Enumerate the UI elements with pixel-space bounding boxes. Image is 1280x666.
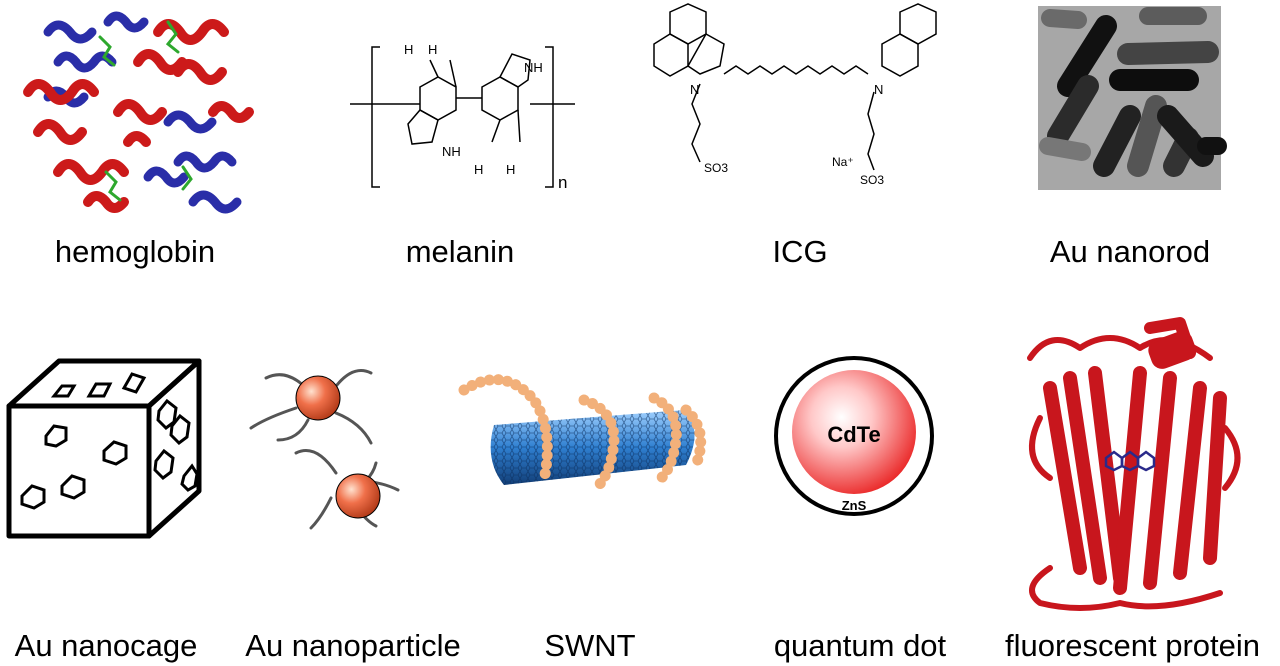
melanin-panel: H H NH NH H H n [350,42,580,192]
quantum-dot-core-label: CdTe [827,422,880,447]
caption-hemoglobin: hemoglobin [54,234,216,269]
quantum-dot-panel: CdTe ZnS [772,350,936,522]
melanin-nh-bottom: NH [442,144,461,159]
swnt-drawing [458,374,707,491]
icg-n-right: N [874,82,883,97]
au-nanocage-panel [4,356,204,540]
caption-melanin: melanin [405,234,515,269]
fluorescent-protein-structure [1027,317,1241,611]
caption-au-nanocage: Au nanocage [14,628,198,663]
icg-na: Na⁺ [832,155,854,169]
caption-swnt: SWNT [544,628,636,663]
caption-quantum-dot: quantum dot [773,628,947,663]
melanin-subscript-n: n [558,173,567,192]
melanin-h2: H [428,42,437,57]
au-nanocage-cube [6,358,202,539]
icg-panel: N N Na⁺ SO3 SO3 [653,2,950,202]
melanin-structure: H H NH NH H H n [350,42,575,192]
au-nanorod-tem-image [1039,7,1227,177]
icg-so3-right: SO3 [860,173,884,187]
icg-n-plus: N [690,82,699,97]
melanin-h3: H [474,162,483,177]
au-nanoparticle-drawing [249,369,400,530]
au-nanoparticle-panel [236,358,436,538]
icg-structure: N N Na⁺ SO3 SO3 [653,3,937,187]
quantum-dot-drawing: CdTe ZnS [774,356,934,516]
caption-icg: ICG [772,234,828,269]
hemoglobin-structure [23,11,254,214]
melanin-nh-top: NH [524,60,543,75]
caption-au-nanoparticle: Au nanoparticle [245,628,461,663]
hemoglobin-panel [18,2,258,217]
swnt-panel [458,370,714,500]
melanin-h1: H [404,42,413,57]
melanin-h4: H [506,162,515,177]
icg-so3-left: SO3 [704,161,728,175]
caption-au-nanorod: Au nanorod [1049,234,1211,269]
fluorescent-protein-panel [1010,317,1250,614]
quantum-dot-shell-label: ZnS [842,498,867,513]
caption-fluorescent-protein: fluorescent protein [1004,628,1261,663]
au-nanorod-panel [1038,6,1227,190]
